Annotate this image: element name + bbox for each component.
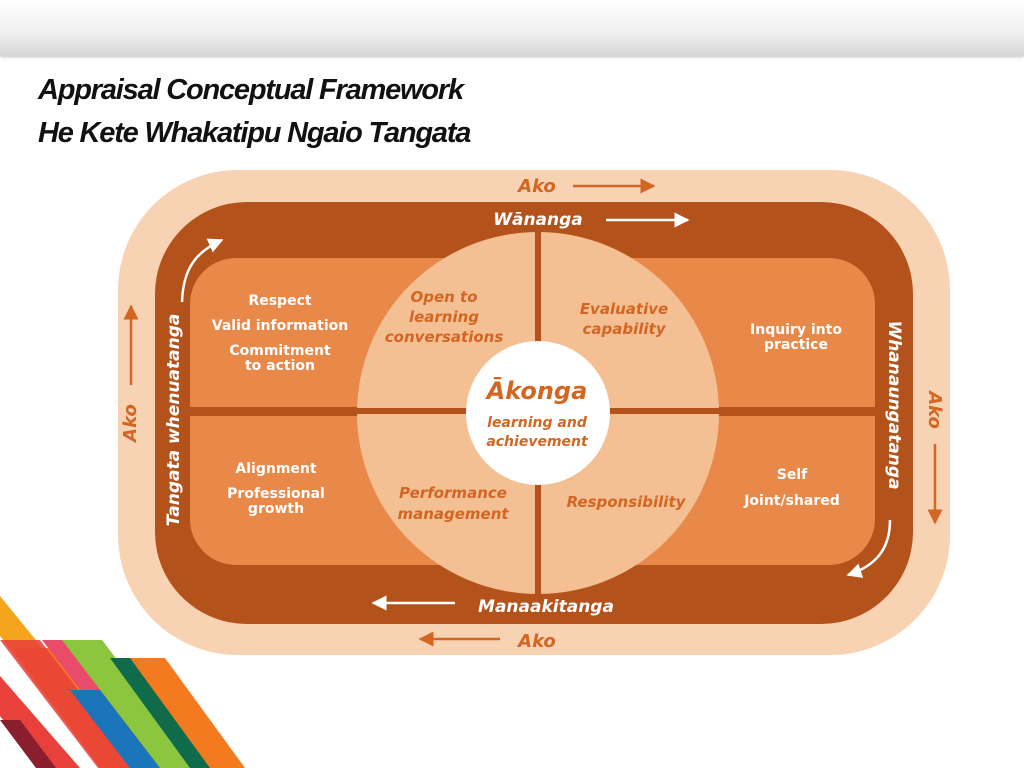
stripe-red-2	[0, 640, 138, 768]
outer-label-left: Ako	[120, 404, 141, 444]
quadrant-top-left-line-3: conversations	[385, 328, 504, 346]
panel-bottom-right-line-2: Joint/shared	[743, 493, 840, 509]
ring-label-top: Wānanga	[493, 210, 583, 230]
panel-top-right-line-1: Inquiry into	[750, 322, 842, 338]
panel-bottom-left-line-2: Professional	[227, 486, 325, 502]
center-title: Ākonga	[485, 376, 588, 405]
center-subtitle-line-2: achievement	[486, 434, 589, 450]
quadrant-top-left-line-2: learning	[409, 308, 479, 326]
stripe-orange-2	[130, 658, 245, 768]
ring-label-right: Whanaungatanga	[884, 320, 904, 489]
quadrant-top-right-line-2: capability	[583, 320, 667, 338]
arrow-curve-up-icon	[180, 238, 224, 303]
panel-top-left-line-1: Respect	[248, 293, 311, 309]
quadrant-bottom-left-line-2: management	[397, 505, 509, 523]
center-subtitle-line-1: learning and	[487, 415, 588, 431]
slide-title-line-2: He Kete Whakatipu Ngaio Tangata	[38, 117, 471, 149]
stripe-green	[62, 640, 200, 768]
panel-top-left-line-3: Commitment	[229, 343, 331, 359]
ring-label-left: Tangata whenuatanga	[164, 314, 184, 527]
panel-bottom-left-line-1: Alignment	[235, 461, 316, 477]
panel-bottom-right-line-1: Self	[777, 467, 808, 483]
top-banner	[0, 0, 1024, 56]
quadrant-top-right-line-1: Evaluative	[580, 300, 668, 318]
panel-bottom-left-line-3: growth	[248, 501, 304, 517]
quadrant-top-left-line-1: Open to	[410, 288, 477, 306]
outer-label-top: Ako	[516, 176, 556, 197]
panel-top-left-line-4: to action	[245, 358, 315, 374]
center-circle	[466, 341, 610, 485]
stripe-darkred	[0, 720, 56, 768]
quadrant-bottom-right-line-1: Responsibility	[567, 493, 687, 511]
ring-label-bottom: Manaakitanga	[478, 597, 614, 617]
quadrant-bottom-left-line-1: Performance	[399, 484, 507, 502]
outer-label-right: Ako	[924, 389, 945, 429]
outer-label-bottom: Ako	[516, 631, 556, 652]
stripe-blue	[70, 690, 160, 768]
panel-top-right-line-2: practice	[764, 337, 828, 353]
slide-title-line-1: Appraisal Conceptual Framework	[38, 74, 464, 106]
panel-top-left-line-2: Valid information	[212, 318, 349, 334]
arrow-curve-down-icon	[846, 519, 892, 578]
stripe-red-1	[0, 676, 80, 768]
